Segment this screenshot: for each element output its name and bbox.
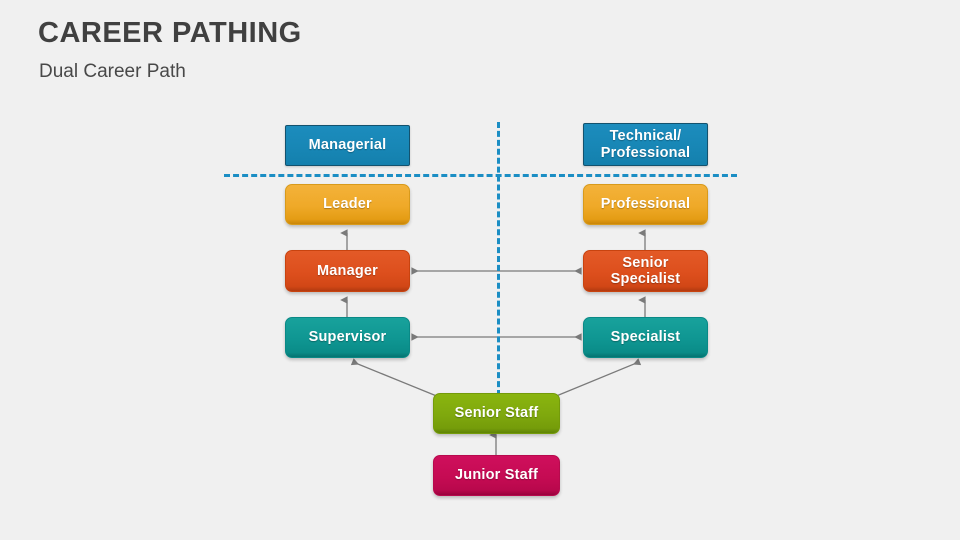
node-label: Manager [316, 262, 379, 279]
node-label: Leader [323, 196, 372, 213]
divider-horizontal-dashed [224, 174, 737, 177]
node-senior-staff[interactable]: Senior Staff [433, 393, 560, 434]
node-senior-specialist[interactable]: Senior Specialist [583, 250, 708, 292]
node-label: Professional [600, 196, 691, 213]
node-label: Managerial [308, 137, 387, 154]
divider-vertical-dashed [497, 122, 500, 396]
node-leader[interactable]: Leader [285, 184, 410, 225]
connector-senior-staff-to-specialist [548, 358, 642, 400]
node-label: Junior Staff [455, 467, 538, 484]
node-header-technical-professional[interactable]: Technical/ Professional [583, 123, 708, 166]
node-specialist[interactable]: Specialist [583, 317, 708, 358]
node-label: Specialist [610, 329, 681, 346]
node-label-line2: Professional [600, 144, 691, 161]
node-junior-staff[interactable]: Junior Staff [433, 455, 560, 496]
page-title: CAREER PATHING [38, 17, 302, 49]
node-header-managerial[interactable]: Managerial [285, 125, 410, 166]
connector-senior-staff-to-supervisor [350, 358, 445, 400]
node-professional[interactable]: Professional [583, 184, 708, 225]
node-label-line1: Technical/ [609, 128, 682, 145]
node-label: Supervisor [308, 329, 387, 346]
node-label-line2: Specialist [610, 271, 681, 287]
node-label-line1: Senior [622, 254, 669, 271]
node-supervisor[interactable]: Supervisor [285, 317, 410, 358]
node-manager[interactable]: Manager [285, 250, 410, 292]
page-subtitle: Dual Career Path [39, 61, 186, 82]
node-label: Senior Staff [454, 405, 539, 422]
